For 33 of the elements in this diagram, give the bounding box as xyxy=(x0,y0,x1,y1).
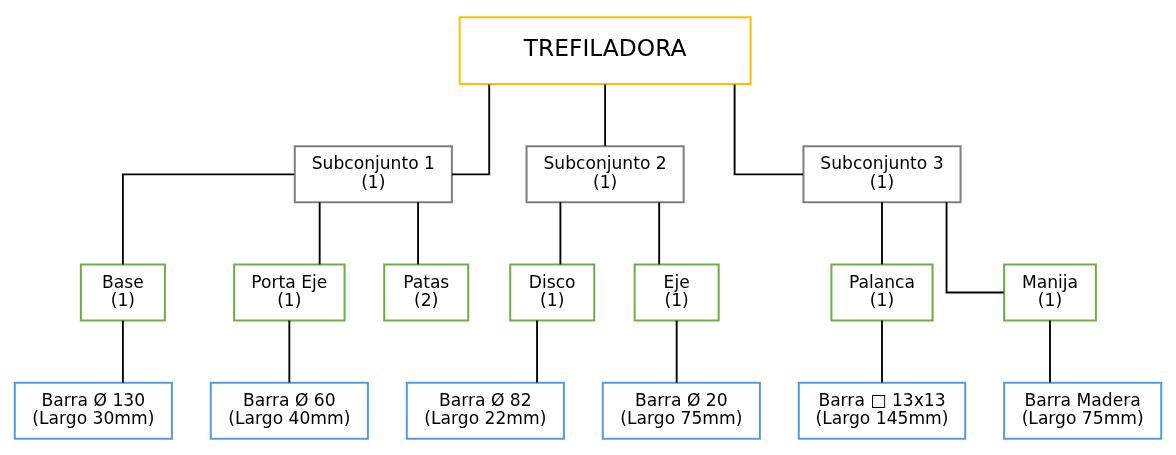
node-box: Barra Ø 82 (Largo 22mm) xyxy=(405,381,565,440)
node-box: Barra Ø 20 (Largo 75mm) xyxy=(601,381,761,440)
node-box: Eje (1) xyxy=(633,263,720,322)
connector xyxy=(318,200,321,265)
connector xyxy=(536,319,538,383)
connector xyxy=(945,200,1005,293)
node-box: Manija (1) xyxy=(1003,263,1097,322)
connector xyxy=(417,200,419,265)
node-box: Palanca (1) xyxy=(830,263,934,322)
node-box: Disco (1) xyxy=(509,263,596,322)
connector xyxy=(121,172,296,265)
connector xyxy=(881,200,883,265)
node-box: Subconjunto 1 (1) xyxy=(293,144,453,203)
node-box: Barra □ 13x13 (Largo 145mm) xyxy=(797,381,967,440)
node-box: Patas (2) xyxy=(383,263,470,322)
connector xyxy=(559,200,562,265)
node-box: Porta Eje (1) xyxy=(233,263,346,322)
connector xyxy=(121,319,124,383)
connector xyxy=(733,83,805,175)
connector xyxy=(881,319,883,383)
connector xyxy=(675,319,678,383)
connector xyxy=(451,83,491,175)
node-box: Subconjunto 2 (1) xyxy=(525,144,685,203)
node-box: Base (1) xyxy=(79,263,166,322)
node-box: Subconjunto 3 (1) xyxy=(802,144,962,203)
node-box: Barra Ø 60 (Largo 40mm) xyxy=(209,381,369,440)
node-box: Barra Ø 130 (Largo 30mm) xyxy=(13,381,173,440)
connector xyxy=(658,200,661,265)
connector xyxy=(288,319,291,383)
node-box: Barra Madera (Largo 75mm) xyxy=(1003,381,1163,440)
connector xyxy=(1049,319,1051,383)
node-box: TREFILADORA xyxy=(458,15,752,85)
connector xyxy=(604,83,607,147)
